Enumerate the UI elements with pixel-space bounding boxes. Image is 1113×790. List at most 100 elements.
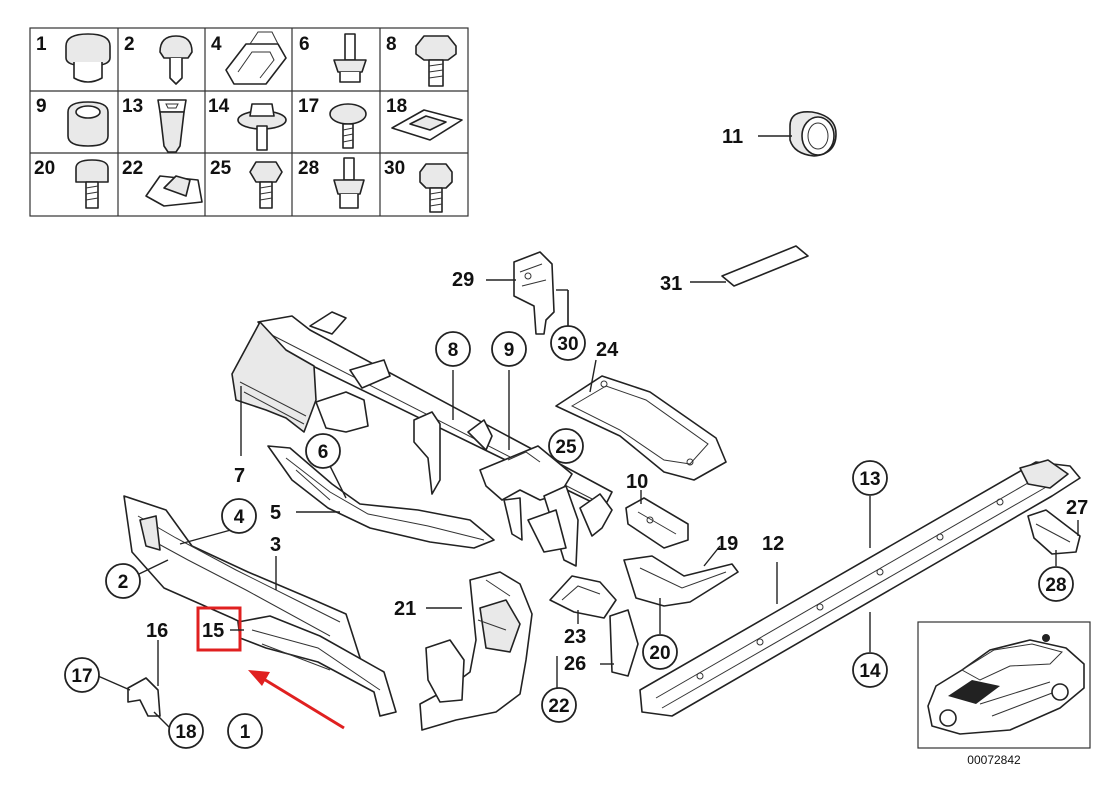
callout-14: 14 <box>859 661 881 682</box>
grid-cell-18: 18 <box>386 96 463 141</box>
callout-12: 12 <box>762 533 784 555</box>
grid-cell-25: 25 <box>210 158 283 209</box>
callout-26: 26 <box>564 653 586 675</box>
sill-rail-12 <box>639 459 1081 717</box>
stud-nut-icon <box>333 157 365 209</box>
grid-cell-2: 2 <box>124 34 193 85</box>
callout-6: 6 <box>318 442 329 463</box>
washer-screw-icon <box>237 103 287 151</box>
callout-3: 3 <box>270 534 281 556</box>
callout-20-circle: 20 <box>642 634 678 670</box>
highlight-15: 15 <box>196 606 345 730</box>
grid-number: 17 <box>298 96 319 117</box>
dashboard-cross-member <box>231 311 613 567</box>
bracket-19 <box>623 555 739 607</box>
grid-number: 30 <box>384 158 405 179</box>
nut-icon <box>67 101 109 147</box>
grid-number: 14 <box>208 96 230 117</box>
callout-25: 25 <box>555 437 577 458</box>
grid-cell-1: 1 <box>36 33 111 83</box>
grid-number: 20 <box>34 158 55 179</box>
bracket-16 <box>97 640 171 729</box>
callout-5: 5 <box>270 502 281 524</box>
callout-17: 17 <box>71 666 92 687</box>
callout-30: 30 <box>557 334 578 355</box>
callout-25-circle: 25 <box>548 428 584 464</box>
plug-icon <box>65 33 111 83</box>
callout-27: 27 <box>1066 497 1088 519</box>
grid-cell-30: 30 <box>384 158 453 213</box>
callout-22: 22 <box>548 696 569 717</box>
grid-number: 13 <box>122 96 143 117</box>
rail-mount-holes <box>696 498 1004 680</box>
callout-labels: 29 31 11 24 7 10 5 3 19 12 27 21 16 23 2… <box>146 126 1088 675</box>
callout-18-circle: 18 <box>168 713 204 749</box>
grid-cell-8: 8 <box>386 34 457 87</box>
callout-11: 11 <box>722 126 743 148</box>
callout-9-circle: 9 <box>491 331 527 367</box>
tray-24 <box>555 375 727 481</box>
callout-21: 21 <box>394 598 416 620</box>
grid-number: 1 <box>36 34 47 55</box>
grid-cell-28: 28 <box>298 157 365 209</box>
sheet-nut-icon <box>391 109 463 141</box>
highlight-arrow <box>261 676 345 730</box>
grid-cell-17: 17 <box>298 96 367 149</box>
hex-bolt-icon <box>415 35 457 87</box>
housing-21 <box>419 571 533 731</box>
support-bar-15 <box>237 615 397 717</box>
diagram-reference-number: 00072842 <box>967 753 1021 767</box>
clip-nut-icon <box>157 99 187 153</box>
grid-cell-4: 4 <box>211 31 287 85</box>
callout-7: 7 <box>234 465 245 487</box>
grid-number: 4 <box>211 34 222 55</box>
callout-24: 24 <box>596 339 619 361</box>
fastener-grid: 1 2 4 6 <box>29 27 469 217</box>
callout-1-circle: 1 <box>227 713 263 749</box>
callout-8-circle: 8 <box>435 331 471 367</box>
callout-8: 8 <box>448 340 459 361</box>
bracket-23 <box>549 575 617 619</box>
callout-22-circle: 22 <box>541 687 577 723</box>
callout-20: 20 <box>649 643 670 664</box>
callout-30-circle: 30 <box>550 325 586 361</box>
highlight-box <box>196 606 242 652</box>
grid-cell-6: 6 <box>299 33 367 83</box>
spring-clip-icon <box>225 31 287 85</box>
callout-18: 18 <box>175 722 196 743</box>
callout-23: 23 <box>564 626 586 648</box>
callout-28-circle: 28 <box>1038 566 1074 602</box>
grid-cell-13: 13 <box>122 96 187 153</box>
callout-13: 13 <box>859 469 880 490</box>
callout-13-circle: 13 <box>852 460 888 496</box>
leader-lines <box>138 290 1057 688</box>
flange-bolt-icon <box>249 161 283 209</box>
grid-number: 22 <box>122 158 143 179</box>
callout-10: 10 <box>626 471 648 493</box>
arrow-head-icon <box>248 670 270 686</box>
grid-number: 28 <box>298 158 319 179</box>
car-thumbnail: 00072842 <box>917 621 1091 767</box>
bracket-27 <box>1027 509 1081 555</box>
grid-number: 2 <box>124 34 135 55</box>
bracket-26 <box>600 609 639 677</box>
sealing-strip-31 <box>690 245 809 287</box>
callout-16: 16 <box>146 620 168 642</box>
panel-5 <box>267 445 495 549</box>
grid-number: 8 <box>386 34 397 55</box>
callout-6-circle: 6 <box>305 433 341 469</box>
stud-icon <box>333 33 367 83</box>
grid-cell-9: 9 <box>36 96 109 147</box>
car-icon <box>927 634 1085 735</box>
callout-29: 29 <box>452 269 474 291</box>
collar-screw-icon <box>329 103 367 149</box>
callout-2-circle: 2 <box>105 563 141 599</box>
hex-bolt-icon <box>419 163 453 213</box>
callout-14-circle: 14 <box>852 652 888 688</box>
callout-9: 9 <box>504 340 515 361</box>
expansion-rivet-icon <box>159 35 193 85</box>
callout-15: 15 <box>202 620 224 642</box>
callout-4-circle: 4 <box>221 498 257 534</box>
grid-cell-14: 14 <box>208 96 287 151</box>
